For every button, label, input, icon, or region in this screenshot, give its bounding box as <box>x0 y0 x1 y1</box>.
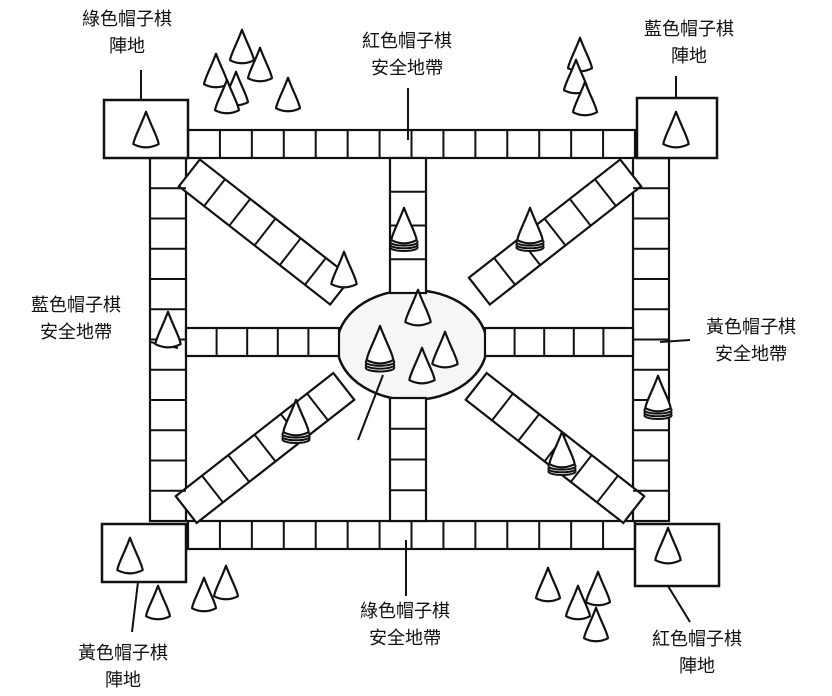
blue-home-label: 藍色帽子棋 陣地 <box>614 16 764 70</box>
label-line: 藍色帽子棋 <box>644 19 734 40</box>
stacked-cone-piece-icon <box>547 430 577 476</box>
cone-piece-icon <box>654 526 682 565</box>
leader-line <box>667 585 691 623</box>
label-line: 紅色帽子棋 <box>652 629 742 650</box>
cone-piece-icon <box>145 584 171 621</box>
cell-divider <box>493 257 516 286</box>
east-safe-lane <box>483 326 635 358</box>
label-line: 安全地帶 <box>40 322 112 343</box>
cell-divider <box>253 433 277 463</box>
yellow-home-label: 黃色帽子棋 陣地 <box>48 640 198 694</box>
cell-divider <box>304 257 327 286</box>
cell-divider <box>594 178 617 207</box>
track-band <box>184 326 341 358</box>
cell-divider <box>201 475 224 504</box>
stacked-cone-piece-icon <box>643 374 673 420</box>
label-line: 黃色帽子棋 <box>706 317 796 338</box>
label-line: 安全地帶 <box>715 344 787 365</box>
track-cell-dividers <box>150 130 669 549</box>
label-line: 綠色帽子棋 <box>360 601 450 622</box>
stacked-cone-piece-icon <box>364 324 396 373</box>
blue-safe-zone-label: 藍色帽子棋 安全地帶 <box>0 292 152 346</box>
label-line: 紅色帽子棋 <box>362 31 452 52</box>
leader-line <box>659 339 691 343</box>
cell-divider <box>543 217 567 247</box>
label-line: 綠色帽子棋 <box>82 9 172 30</box>
cone-piece-icon <box>563 58 589 95</box>
cone-piece-icon <box>572 80 598 117</box>
red-home-label: 紅色帽子棋 陣地 <box>622 626 772 680</box>
yellow-home-base <box>100 522 188 584</box>
cell-divider <box>253 217 277 247</box>
game-pieces <box>116 28 690 643</box>
stacked-cone-piece-icon <box>281 398 311 444</box>
label-line: 陣地 <box>105 670 141 691</box>
cell-divider <box>203 178 226 207</box>
cone-piece-icon <box>247 46 273 83</box>
label-line: 陣地 <box>679 656 715 677</box>
label-line: 安全地帶 <box>369 628 441 649</box>
cone-piece-icon <box>585 570 611 607</box>
cone-piece-icon <box>203 52 229 89</box>
cone-piece-icon <box>213 564 239 601</box>
cone-piece-icon <box>191 576 217 613</box>
cone-piece-icon <box>154 310 182 349</box>
label-line: 藍色帽子棋 <box>31 295 121 316</box>
cone-piece-icon <box>567 36 593 73</box>
cell-divider <box>278 237 302 266</box>
cell-divider <box>517 413 540 442</box>
cone-piece-icon <box>565 584 591 621</box>
red-safe-zone-label: 紅色帽子棋 安全地帶 <box>332 28 482 82</box>
cone-piece-icon <box>214 78 240 115</box>
cone-piece-icon <box>583 606 609 643</box>
cone-piece-icon <box>116 536 144 575</box>
leader-line <box>357 374 384 441</box>
yellow-safe-zone-label: 黃色帽子棋 安全地帶 <box>676 314 826 368</box>
cell-divider <box>228 198 252 227</box>
cell-divider <box>568 198 592 227</box>
green-home-label: 綠色帽子棋 陣地 <box>52 6 202 60</box>
cone-piece-icon <box>408 346 436 385</box>
cone-piece-icon <box>431 330 459 369</box>
cell-divider <box>491 392 514 421</box>
track-band <box>483 326 635 358</box>
cone-piece-icon <box>330 250 358 289</box>
cell-divider <box>227 454 250 483</box>
cone-piece-icon <box>229 28 255 65</box>
label-line: 黃色帽子棋 <box>78 643 168 664</box>
cell-divider <box>306 392 329 421</box>
cell-divider <box>570 454 593 483</box>
cone-piece-icon <box>535 566 561 603</box>
cone-piece-icon <box>662 110 690 149</box>
cone-piece-icon <box>132 110 160 149</box>
stacked-cone-piece-icon <box>515 206 545 252</box>
label-line: 安全地帶 <box>371 58 443 79</box>
cone-piece-icon <box>275 76 301 113</box>
west-safe-lane <box>184 326 341 358</box>
cell-divider <box>596 475 619 504</box>
cone-piece-icon <box>404 288 432 327</box>
leader-line <box>131 581 139 633</box>
label-line: 陣地 <box>109 36 145 57</box>
label-line: 陣地 <box>671 46 707 67</box>
stacked-cone-piece-icon <box>389 206 419 252</box>
diagonal-dividers <box>203 178 327 286</box>
green-safe-zone-label: 綠色帽子棋 安全地帶 <box>330 598 480 652</box>
